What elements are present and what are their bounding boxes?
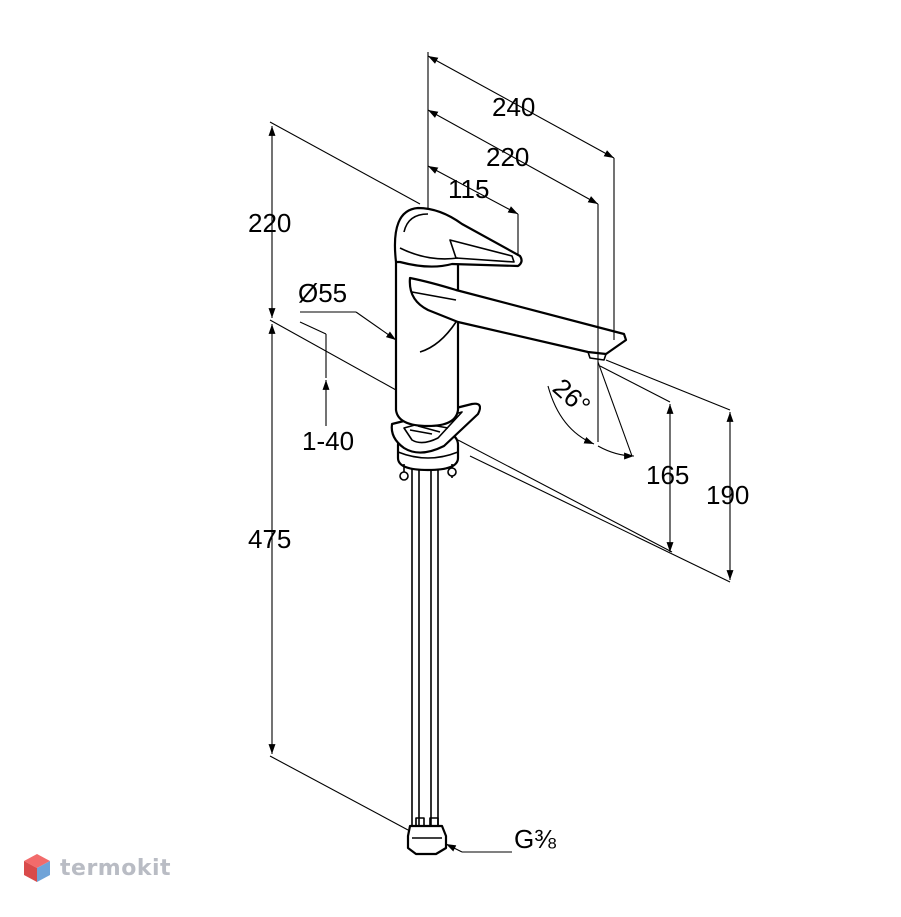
label-angle: 26° <box>547 372 596 421</box>
spout <box>408 276 628 361</box>
label-475: 475 <box>248 524 291 554</box>
lever-handle <box>393 206 523 268</box>
hexagon-cube-icon <box>24 854 50 882</box>
watermark: termokit <box>22 852 171 884</box>
label-165: 165 <box>646 460 689 490</box>
label-220-vertical: 220 <box>248 208 291 238</box>
label-deck-thickness: 1-40 <box>302 426 354 456</box>
label-115: 115 <box>448 174 489 204</box>
supply-hoses <box>411 468 439 825</box>
faucet-outline <box>390 206 628 856</box>
dimension-labels: 240 220 115 220 Ø55 1-40 475 26° 165 190… <box>248 92 749 854</box>
label-240: 240 <box>492 92 535 122</box>
watermark-text: termokit <box>60 855 172 881</box>
label-diameter: Ø55 <box>298 278 347 308</box>
deck-plate <box>390 402 482 454</box>
label-220-horizontal: 220 <box>486 142 529 172</box>
dimension-lines <box>268 52 734 853</box>
label-thread: G⅜ <box>514 824 556 854</box>
hose-fitting <box>406 817 448 856</box>
label-190: 190 <box>706 480 749 510</box>
